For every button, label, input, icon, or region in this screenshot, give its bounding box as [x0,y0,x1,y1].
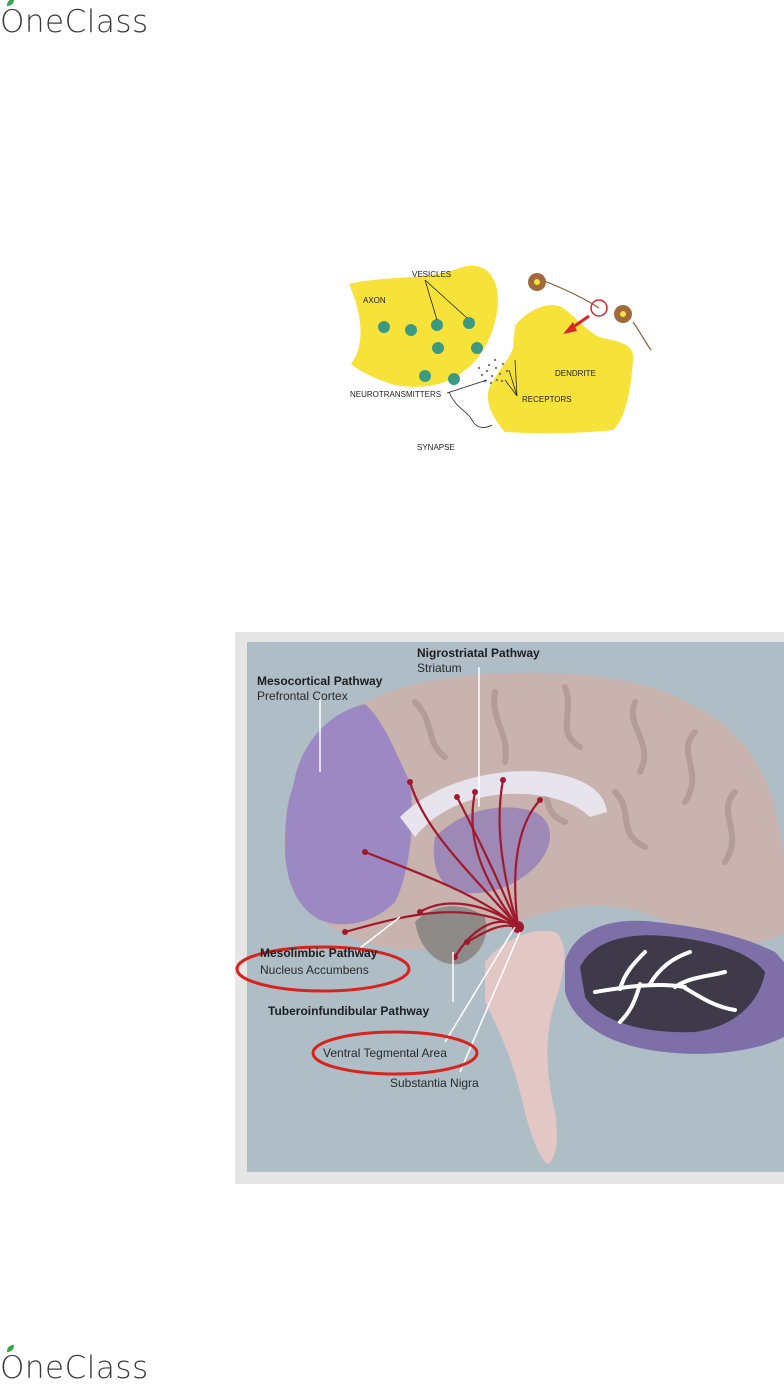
brain-pathways-diagram: Nigrostriatal Pathway Striatum Mesocorti… [235,632,784,1184]
vesicle [378,321,390,333]
striatum-label: Striatum [417,661,462,675]
vesicle [405,324,417,336]
vesicle [463,317,475,329]
tuberoinfundibular-pathway-title: Tuberoinfundibular Pathway [268,1004,429,1018]
prefrontal-cortex-label: Prefrontal Cortex [257,689,348,703]
leaf-icon [6,0,15,7]
leaf-icon [6,1344,15,1353]
label-neurotransmitters: NEUROTRANSMITTERS [350,390,441,399]
oneclass-logo-footer: OneClass [0,1350,149,1386]
mesocortical-pathway-title: Mesocortical Pathway [257,674,383,688]
nigrostriatal-pathway-title: Nigrostriatal Pathway [417,646,540,660]
label-dendrite: DENDRITE [555,369,596,378]
label-vesicles: VESICLES [412,270,451,279]
nucleus-accumbens-label: Nucleus Accumbens [260,963,369,977]
logo-text: OneClass [0,1350,149,1386]
vesicle [448,373,460,385]
label-receptors: RECEPTORS [522,395,572,404]
substantia-nigra-label: Substantia Nigra [390,1076,479,1090]
vesicle [432,342,444,354]
logo-o: OneClass [0,1350,149,1386]
logo-text: OneClass [0,4,149,40]
vesicle [431,319,443,331]
mesolimbic-pathway-title: Mesolimbic Pathway [260,946,378,960]
axon-shape [349,266,498,387]
vesicle [419,370,431,382]
logo-o: OneClass [0,4,149,40]
ventral-tegmental-area-label: Ventral Tegmental Area [323,1046,447,1060]
oneclass-logo: OneClass [0,4,149,40]
synapse-diagram: VESICLES AXON DENDRITE NEUROTRANSMITTERS… [337,250,667,455]
label-axon: AXON [363,296,386,305]
label-synapse: SYNAPSE [417,443,455,452]
vesicle [471,342,483,354]
